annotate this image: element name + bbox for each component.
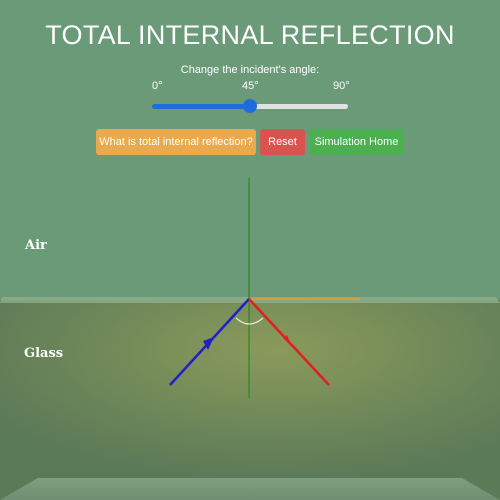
incident-ray-arrow: [203, 337, 214, 350]
incident-angle-slider[interactable]: [152, 98, 348, 114]
angle-arc: [235, 317, 264, 325]
what-is-tir-button[interactable]: What is total internal reflection?: [96, 129, 256, 155]
simulation-home-button[interactable]: Simulation Home: [309, 129, 404, 155]
glass-block-floor: [0, 478, 500, 500]
reflected-ray-arrow: [283, 335, 292, 347]
slider-tick-min: 0°: [152, 80, 163, 92]
glass-label: Glass: [24, 346, 64, 361]
reset-button[interactable]: Reset: [260, 129, 305, 155]
glass-block: [0, 300, 500, 500]
page-title: TOTAL INTERNAL REFLECTION: [45, 20, 455, 50]
air-label: Air: [25, 238, 47, 253]
slider-tick-mid: 45°: [242, 80, 259, 92]
angle-slider-caption: Change the incident's angle:: [180, 64, 320, 76]
slider-tick-max: 90°: [333, 80, 350, 92]
